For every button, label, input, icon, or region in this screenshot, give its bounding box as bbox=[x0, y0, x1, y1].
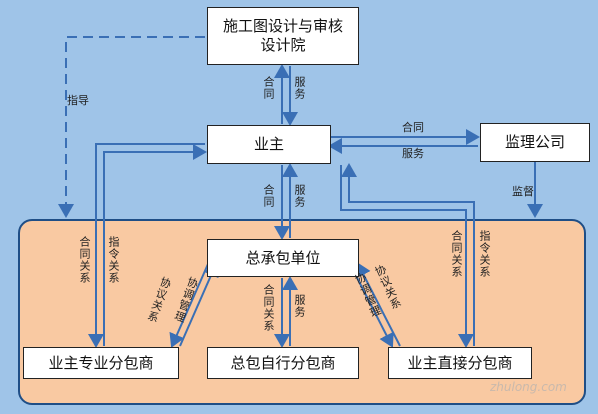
owner-to-right-sub-arrow bbox=[340, 165, 474, 348]
guide-label: 指导 bbox=[67, 94, 89, 107]
gc-to-left-sub-arrow bbox=[169, 263, 209, 348]
owner-node: 业主 bbox=[207, 125, 331, 164]
gc-service-label: 服务 bbox=[293, 184, 306, 208]
sup-service-label: 服务 bbox=[402, 147, 424, 160]
left-contract-relation-label: 合同关系 bbox=[78, 236, 91, 284]
supervision-company-node: 监理公司 bbox=[480, 123, 590, 162]
general-contractor-node: 总承包单位 bbox=[207, 239, 359, 277]
design-institute-node: 施工图设计与审核 设计院 bbox=[207, 7, 359, 65]
guide-dashed-line bbox=[58, 36, 205, 218]
owner-to-left-sub-arrow bbox=[88, 143, 205, 348]
right-instruction-relation-label: 指令关系 bbox=[478, 230, 491, 278]
sup-contract-label: 合同 bbox=[402, 121, 424, 134]
mid-service-label: 服务 bbox=[293, 294, 306, 318]
left-sub-to-gc-arrow bbox=[179, 262, 219, 347]
left-instruction-relation-label: 指令关系 bbox=[107, 236, 120, 284]
design-service-label: 服务 bbox=[293, 76, 306, 100]
oversee-label: 监督 bbox=[512, 185, 534, 198]
mid-contract-relation-label: 合同关系 bbox=[262, 284, 275, 332]
watermark: zhulong.com bbox=[490, 380, 567, 394]
owner-direct-subcontractor-node: 业主直接分包商 bbox=[388, 347, 532, 379]
right-sub-to-owner-arrow bbox=[341, 163, 475, 346]
gc-self-subcontractor-node: 总包自行分包商 bbox=[207, 347, 359, 379]
right-sub-to-gc-arrow bbox=[356, 262, 401, 347]
owner-specialist-subcontractor-node: 业主专业分包商 bbox=[23, 347, 179, 379]
left-sub-to-owner-arrow bbox=[103, 144, 207, 346]
gc-contract-label: 合同 bbox=[262, 184, 275, 208]
design-contract-label: 合同 bbox=[262, 76, 275, 100]
right-contract-relation-label: 合同关系 bbox=[450, 230, 463, 278]
